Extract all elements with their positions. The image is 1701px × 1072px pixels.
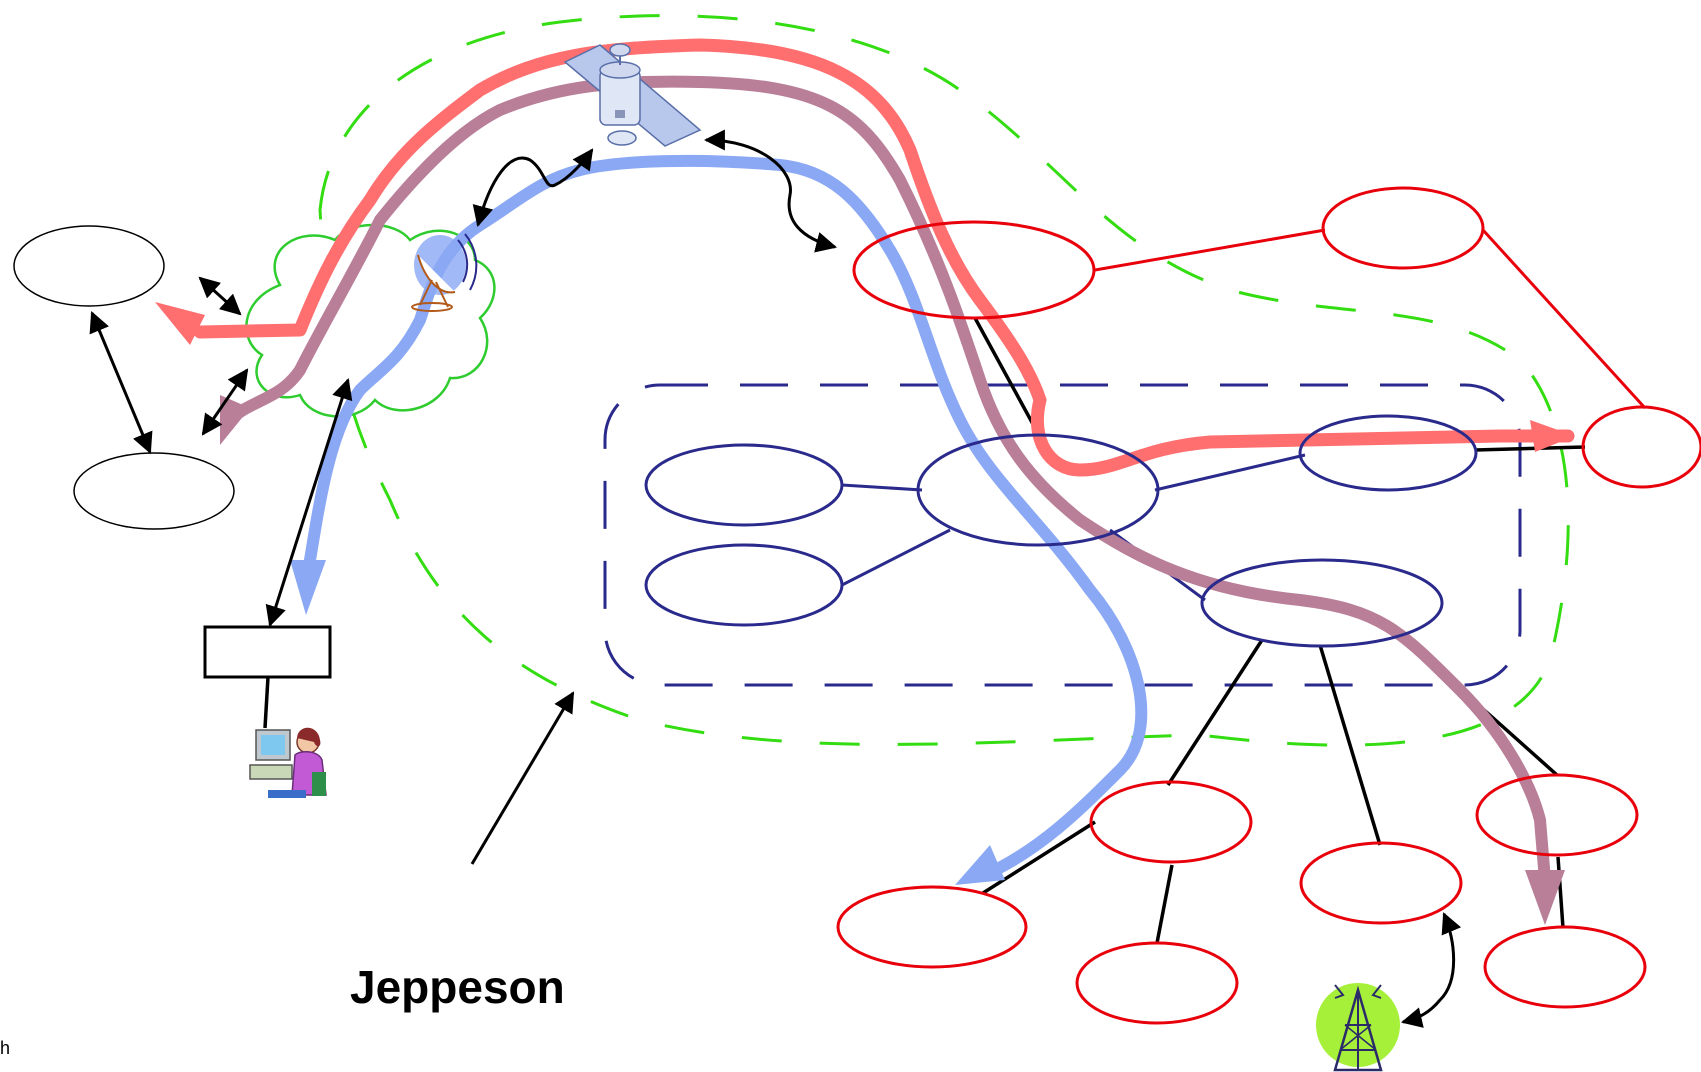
red-node-bottom-center: [1075, 941, 1239, 1025]
satellite-icon: [563, 43, 702, 147]
navy-node-left-top: [644, 443, 844, 527]
navy-network-links: [841, 453, 1306, 602]
red-node-bottom-left: [836, 885, 1028, 969]
red-flow-arrowhead-right: [1530, 420, 1575, 452]
red-network-links: [1094, 228, 1647, 410]
red-node-right-top: [1475, 773, 1639, 857]
navy-node-left-bottom: [644, 543, 844, 627]
red-flow-path: [193, 38, 1575, 477]
red-nodes: [836, 186, 1701, 1025]
black-arrows: [89, 129, 1462, 1028]
mauve-flow-arrowhead-down: [1525, 870, 1565, 925]
red-node-hub: [852, 220, 1096, 320]
red-node-top-right: [1321, 186, 1485, 270]
operator-workstation-icon: [249, 727, 327, 798]
corner-text-fragment: h: [0, 1038, 11, 1058]
company-label: Jeppeson: [350, 961, 565, 1013]
radio-tower-icon: [1316, 983, 1400, 1072]
red-node-mid: [1089, 780, 1253, 864]
navy-node-right-top: [1298, 414, 1478, 492]
satellite-dish-icon: [411, 233, 478, 312]
blue-dashed-domain: [603, 383, 1522, 687]
terminal-box: [203, 625, 332, 679]
red-flow-arrowhead-left: [155, 302, 205, 345]
red-node-right-middle: [1299, 841, 1463, 925]
navy-nodes: [644, 414, 1478, 648]
blue-flow-arrowhead-bottom: [955, 845, 1005, 885]
black-links: [263, 317, 1586, 944]
mauve-flow-path: [224, 75, 1551, 886]
left-node-bottom: [73, 452, 235, 530]
green-dashed-boundary: [318, 14, 1570, 747]
left-node-top: [13, 225, 165, 307]
red-node-far-right: [1581, 405, 1701, 489]
navy-node-right-bottom: [1200, 558, 1444, 648]
blue-flow-arrowhead-left: [290, 560, 326, 615]
navy-node-center: [916, 433, 1160, 547]
red-node-right-bottom: [1483, 925, 1647, 1009]
